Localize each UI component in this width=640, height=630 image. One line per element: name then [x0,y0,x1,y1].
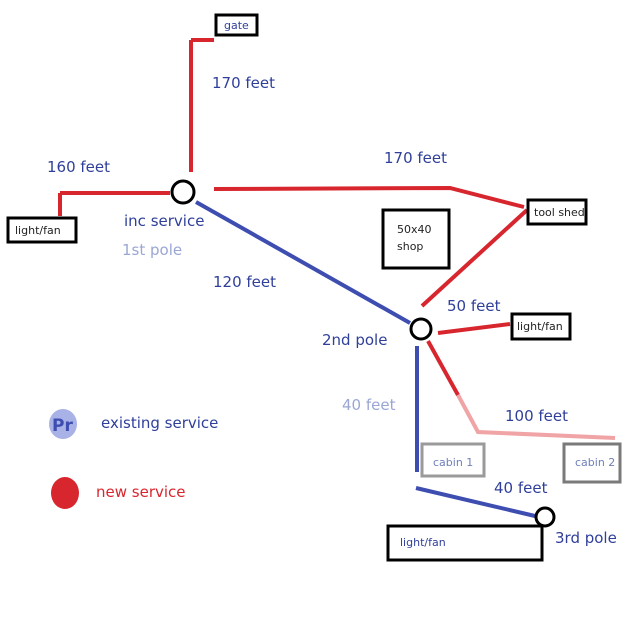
distance-light-right: 50 feet [447,297,501,315]
line-cabin1-to-pole3 [415,486,536,518]
box-shop: 50x40 shop [381,208,451,270]
box-shop-line1: 50x40 [397,223,432,236]
line-pole2-to-light-right [437,322,511,335]
box-tool-shed-label: tool shed [534,206,585,219]
box-light-fan-right-label: light/fan [517,320,563,333]
box-light-fan-bottom-label: light/fan [400,536,446,549]
pole-3 [534,506,556,528]
box-gate: gate [214,13,259,37]
label-second-pole: 2nd pole [322,331,387,349]
distance-cabin2: 100 feet [505,407,568,425]
line-pole2-to-toolshed [420,208,529,308]
distance-second-pole: 120 feet [213,273,276,291]
label-inc-service: inc service [124,212,204,230]
box-light-fan-bottom: light/fan [386,524,544,562]
box-cabin-2-label: cabin 2 [575,456,615,469]
distance-toolshed: 170 feet [384,149,447,167]
box-shop-line2: shop [397,240,423,253]
box-cabin-2: cabin 2 [562,442,622,484]
box-light-fan-left-label: light/fan [15,224,61,237]
legend-new-dot [51,477,79,509]
pole-1 [170,179,196,205]
distance-gate: 170 feet [212,74,275,92]
box-light-fan-right: light/fan [510,312,572,341]
legend-new: new service [51,477,186,509]
legend-existing-glyph: Pr [52,416,73,436]
legend-new-label: new service [96,483,186,501]
label-first-pole: 1st pole [122,241,182,259]
distance-left: 160 feet [47,158,110,176]
pole-2 [409,317,433,341]
distance-third-pole: 40 feet [494,479,548,497]
box-light-fan-left: light/fan [6,216,78,244]
line-pole2-to-cabin2-red [426,340,460,396]
line-pole2-to-cabin2-faint [456,394,616,440]
legend-existing-label: existing service [101,414,218,432]
line-pole1-to-toolshed [213,185,525,209]
box-tool-shed: tool shed [526,198,588,226]
label-third-pole: 3rd pole [555,529,617,547]
line-pole1-to-pole2 [195,200,411,325]
box-gate-label: gate [224,19,249,32]
box-cabin-1: cabin 1 [420,442,486,478]
legend-existing: Pr existing service [49,409,218,439]
distance-cabin1: 40 feet [342,396,396,414]
box-cabin-1-label: cabin 1 [433,456,473,469]
legend-existing-dot [49,409,77,439]
